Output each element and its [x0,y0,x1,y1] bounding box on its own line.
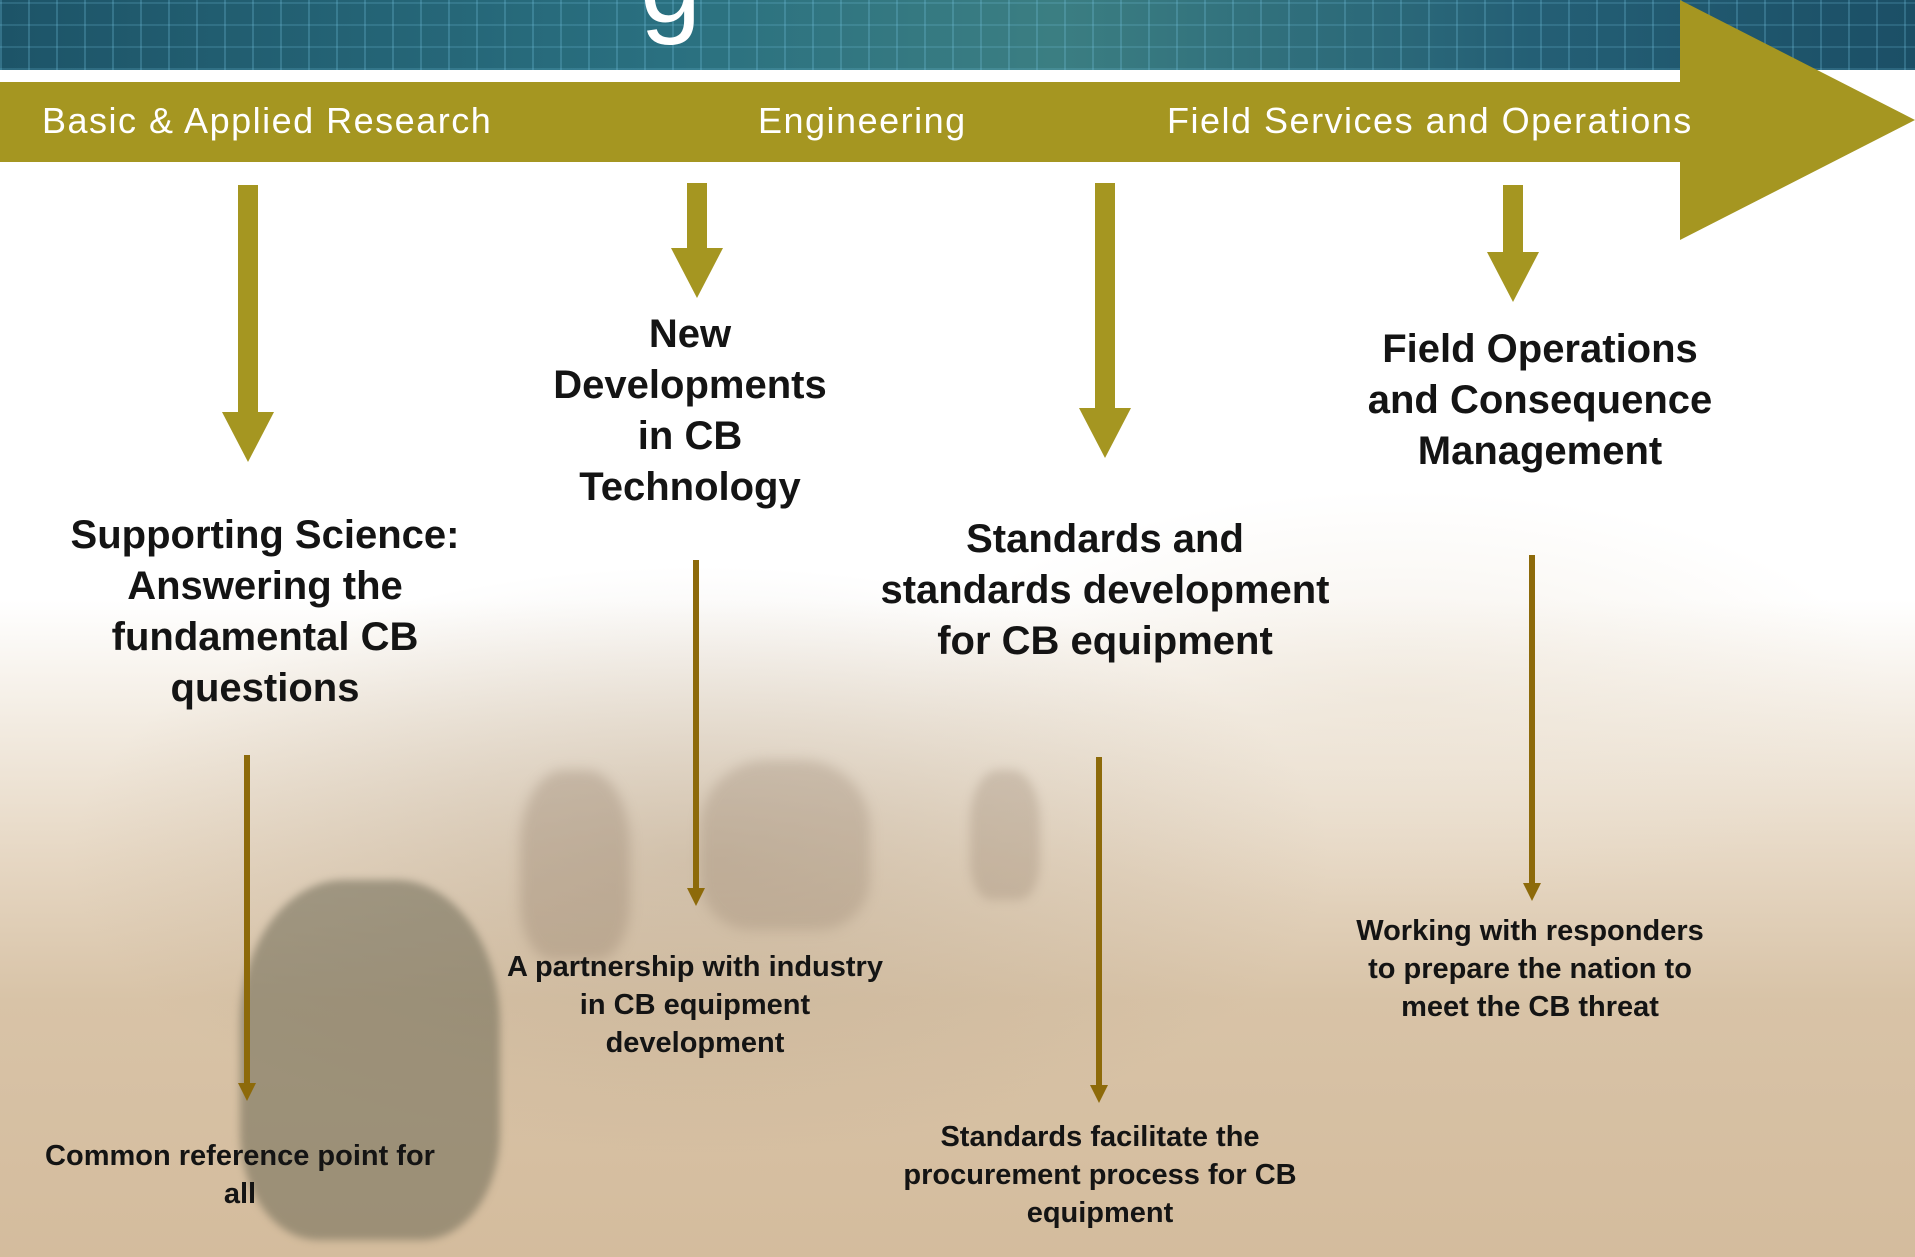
soldier-group-figure [520,770,630,960]
soldier-runner-figure [970,770,1040,900]
phase-engineering: Engineering [758,100,967,141]
thin-arrow-head [687,888,705,906]
timeline-arrowhead [1680,0,1915,240]
thick-arrow-head [1079,408,1131,458]
column-note-working-with-responders: Working with responders to prepare the n… [1356,915,1704,1023]
column-note-partnership: A partnership with industry in CB equipm… [507,951,883,1059]
thick-arrow-shaft [1503,185,1523,255]
header-map-banner [0,0,1915,70]
thick-arrow-shaft [1095,183,1115,413]
soldier-group-figure [700,760,870,930]
phase-field-services: Field Services and Operations [1167,100,1693,141]
thick-arrow-head [671,248,723,298]
column-heading-field-operations: Field Operations and Consequence Managem… [1367,327,1713,473]
thick-arrow-head [222,412,274,462]
column-heading-new-developments: New Developments in CB Technology [553,312,827,509]
thick-arrow-shaft [687,183,707,253]
thin-arrow-shaft [1096,757,1102,1087]
phase-basic-applied-research: Basic & Applied Research [42,100,493,141]
thick-arrow-shaft [238,185,258,415]
thin-arrow-head [238,1083,256,1101]
soldier-foreground-figure [240,880,500,1240]
column-heading-standards: Standards and standards development for … [880,517,1330,663]
column-heading-supporting-science: Supporting Science: Answering the fundam… [70,513,460,710]
thin-arrow-shaft [1529,555,1535,885]
thin-arrow-shaft [244,755,250,1085]
thin-arrow-head [1523,883,1541,901]
column-note-common-reference: Common reference point for all [45,1140,435,1210]
page-title-fragment: g [640,0,701,40]
thin-arrow-head [1090,1085,1108,1103]
timeline-band [0,82,1700,162]
thick-arrow-head [1487,252,1539,302]
thin-arrow-shaft [693,560,699,890]
column-note-standards-procurement: Standards facilitate the procurement pro… [903,1121,1297,1229]
